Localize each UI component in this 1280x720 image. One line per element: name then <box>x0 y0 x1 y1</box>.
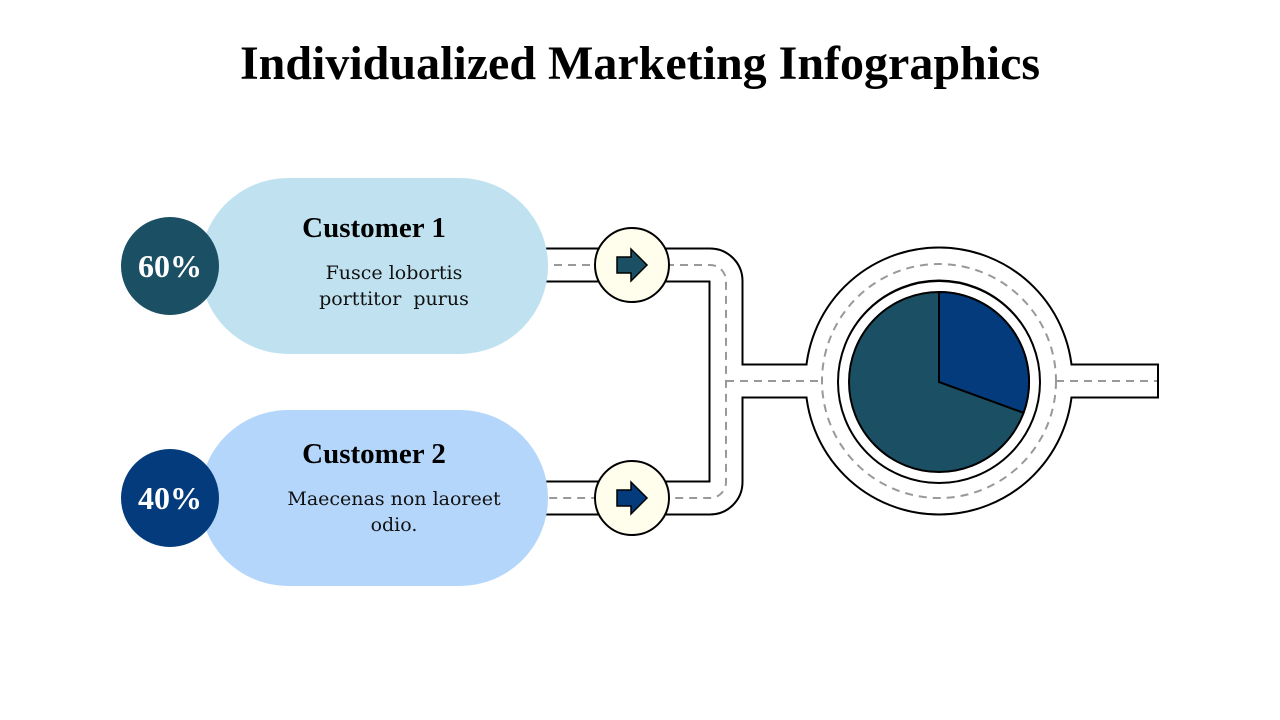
pie-slice-minor <box>938 290 1031 415</box>
customer-1-card: Customer 1 Fusce lobortis porttitor puru… <box>200 178 548 354</box>
customer-1-desc-line2: porttitor purus <box>319 288 469 310</box>
customer-2-name: Customer 2 <box>302 438 446 470</box>
arrow-badge-2 <box>594 460 670 536</box>
customer-1-name: Customer 1 <box>302 212 446 244</box>
customer-2-desc-line1: Maecenas non laoreet <box>287 488 501 510</box>
arrow-right-icon <box>616 480 649 516</box>
customer-2-description: Maecenas non laoreet odio. <box>240 486 548 538</box>
customer-1-percent: 60% <box>121 217 219 315</box>
customer-1-description: Fusce lobortis porttitor purus <box>240 260 548 312</box>
arrow-right-icon <box>616 247 649 283</box>
customer-2-desc-line2: odio. <box>370 514 418 536</box>
customer-1-desc-line1: Fusce lobortis <box>325 262 463 284</box>
road-dashes <box>540 263 1157 499</box>
page-title: Individualized Marketing Infographics <box>239 37 1041 90</box>
customer-2-percent: 40% <box>121 449 219 547</box>
customer-2-card: Customer 2 Maecenas non laoreet odio. <box>200 410 548 586</box>
arrow-badge-1 <box>594 227 670 303</box>
